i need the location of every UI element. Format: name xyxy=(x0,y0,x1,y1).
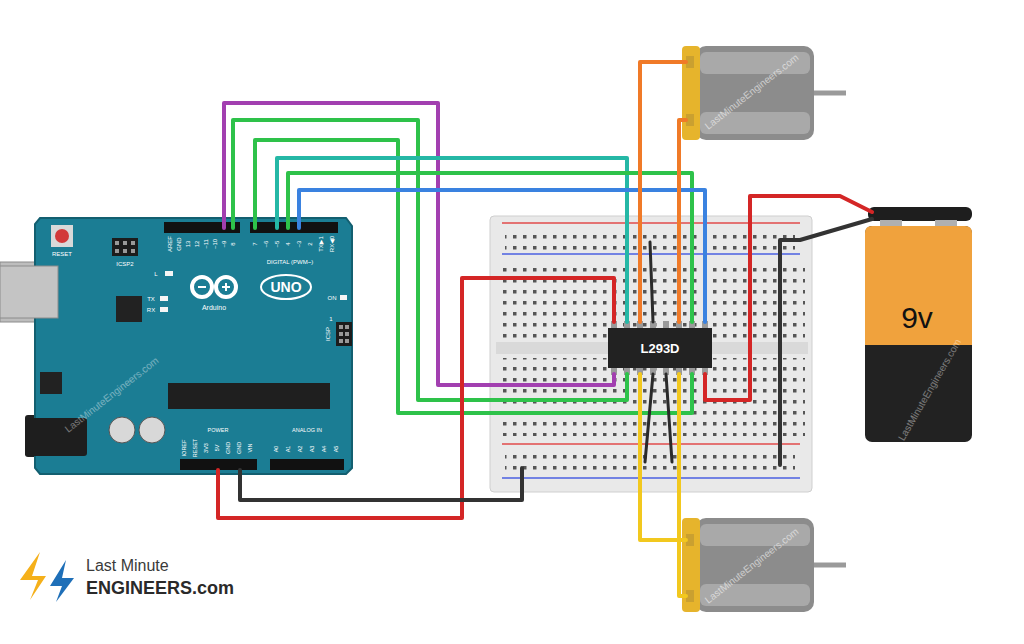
logo-text: ENGINEERS.com xyxy=(86,579,234,597)
pin-label: TX▶1 xyxy=(318,236,324,252)
watermark: LastMinuteEngineers.com xyxy=(703,526,800,605)
dc-motor xyxy=(682,46,846,140)
pin-label: 1 xyxy=(329,316,332,322)
ic-chip: L293D xyxy=(608,328,712,368)
brand-name: Arduino xyxy=(202,304,226,311)
breadboard xyxy=(490,216,812,492)
logo-text: Last Minute xyxy=(86,558,169,574)
header-label: POWER xyxy=(208,428,229,434)
led-label: ON xyxy=(328,295,337,301)
pin-label: VIN xyxy=(248,443,254,452)
battery-art xyxy=(865,207,972,442)
pin-label: 12 xyxy=(194,241,200,248)
arduino-board: RESETICSP2AREFGND1312~11~10~987~6~54~32T… xyxy=(35,218,352,474)
pin-label: 2 xyxy=(307,242,313,245)
pin-label: ~3 xyxy=(296,241,302,248)
watermark: LastMinuteEngineers.com xyxy=(703,52,800,131)
arduino-board-art xyxy=(0,218,352,474)
pin-label: 3V3 xyxy=(204,443,210,453)
pin-label: AREF xyxy=(167,236,173,252)
pin-label: A1 xyxy=(286,446,292,453)
watermark: LastMinuteEngineers.com xyxy=(63,355,160,434)
pin-label: A5 xyxy=(334,446,340,453)
pin-label: GND xyxy=(176,237,182,250)
header-label: ANALOG IN xyxy=(292,428,322,434)
pin-label: A4 xyxy=(322,446,328,453)
logo-icon xyxy=(20,552,74,602)
jumper-wires xyxy=(218,62,872,596)
pin-label: ~9 xyxy=(221,241,227,248)
dc-motor xyxy=(682,518,846,612)
pin-label: 13 xyxy=(185,241,191,248)
pin-label: GND xyxy=(226,442,232,454)
pin-label: A3 xyxy=(310,446,316,453)
pin-label: ~6 xyxy=(263,241,269,248)
battery-voltage: 9v xyxy=(901,303,933,333)
pin-label: A2 xyxy=(298,446,304,453)
chip-label: L293D xyxy=(640,342,679,355)
pin-label: RESET xyxy=(193,439,199,457)
header-label: ICSP xyxy=(325,327,331,341)
pin-label: GND xyxy=(237,442,243,454)
header-label: DIGITAL (PWM~) xyxy=(267,259,314,265)
pin-label: RX◀0 xyxy=(329,236,335,252)
model-name: UNO xyxy=(270,280,301,294)
watermark: LastMinuteEngineers.com xyxy=(897,337,963,442)
pin-label: ~5 xyxy=(274,241,280,248)
header-label: ICSP2 xyxy=(116,261,133,267)
pin-label: 4 xyxy=(285,242,291,245)
pin-label: 8 xyxy=(230,242,236,245)
led-label: L xyxy=(154,271,157,277)
pin-label: IOREF xyxy=(182,440,188,457)
led-label: TX xyxy=(147,296,155,302)
led-label: RX xyxy=(147,307,155,313)
pin-label: 7 xyxy=(252,242,258,245)
pin-label: A0 xyxy=(274,446,280,453)
pin-label: ~11 xyxy=(203,239,209,249)
button-label: RESET xyxy=(52,251,72,257)
pin-label: ~10 xyxy=(212,239,218,249)
pin-label: 5V xyxy=(215,445,221,452)
